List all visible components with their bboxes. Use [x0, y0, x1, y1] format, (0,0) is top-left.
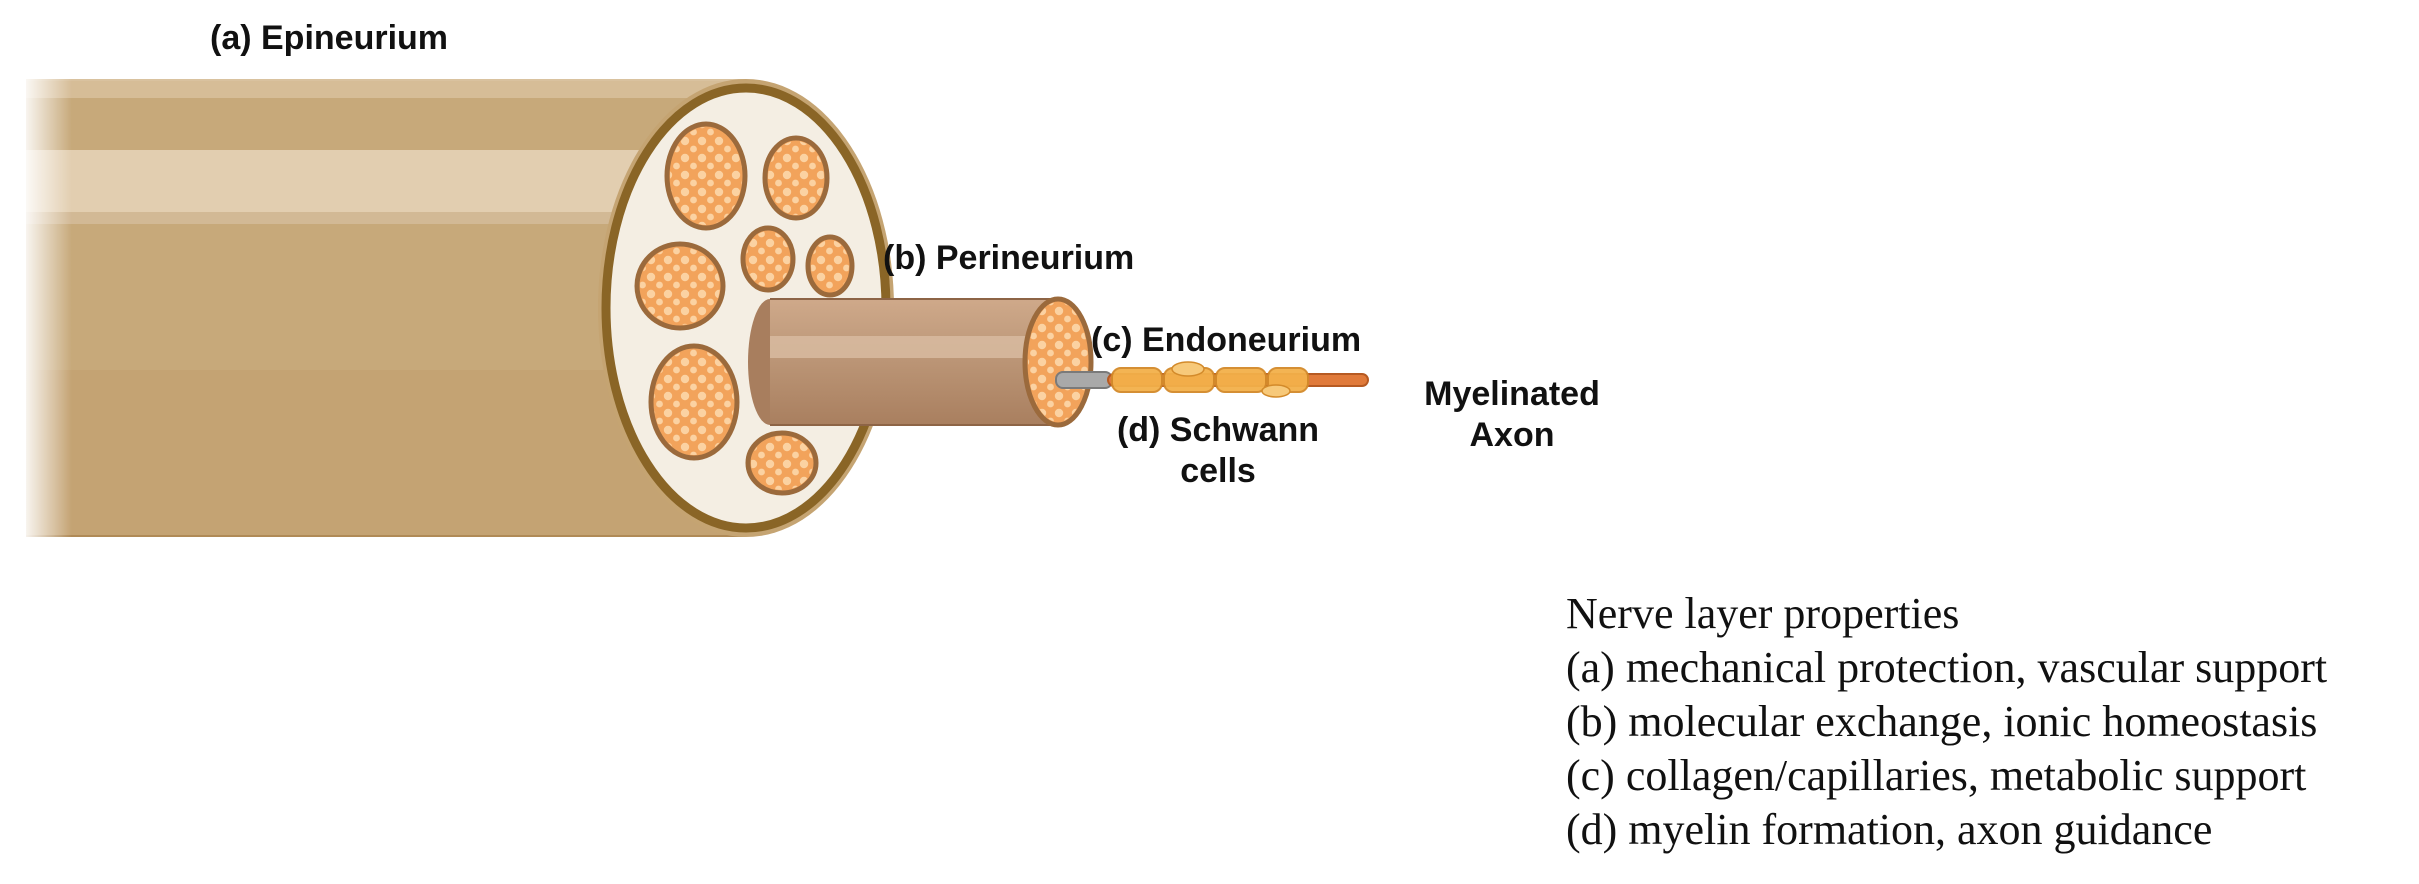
fascicle-axons: [746, 231, 790, 287]
schwann-cells-label: (d) Schwann cells: [1098, 410, 1338, 492]
fascicle-axons: [640, 247, 720, 325]
myelinated-axon-label: Myelinated Axon: [1412, 374, 1612, 456]
schwann-cells-label-line2: cells: [1180, 451, 1256, 490]
perineurium-label: (b) Perineurium: [883, 239, 1135, 277]
epineurium-label: (a) Epineurium: [210, 19, 449, 57]
fascicle-axons: [654, 349, 734, 455]
legend-item-c: (c) collagen/capillaries, metabolic supp…: [1566, 751, 2307, 800]
fascicle-group: [634, 121, 855, 496]
schwann-cell-nucleus: [1261, 384, 1291, 398]
perineurium-cylinder: [748, 296, 1094, 428]
schwann-cells-label-line1: (d) Schwann: [1116, 411, 1320, 449]
endoneurium-tube: [1055, 371, 1113, 389]
perineurium-body: [770, 299, 1058, 425]
myelinated-axon: [1055, 361, 1369, 398]
perineurium-highlight: [770, 336, 1058, 358]
endoneurium-label: (c) Endoneurium: [1091, 321, 1362, 359]
myelinated-axon-label-line2: Axon: [1469, 415, 1555, 454]
legend-item-b: (b) molecular exchange, ionic homeostasi…: [1566, 697, 2318, 746]
schwann-cell-nucleus: [1171, 361, 1205, 377]
fascicle-axons: [670, 127, 742, 225]
nerve-layer-properties-legend: Nerve layer properties (a) mechanical pr…: [1566, 587, 2327, 857]
schwann-sheath: [1215, 367, 1267, 393]
legend-item-d: (d) myelin formation, axon guidance: [1566, 805, 2213, 854]
legend-item-a: (a) mechanical protection, vascular supp…: [1566, 643, 2328, 692]
fascicle-axons: [751, 436, 813, 490]
schwann-sheath: [1111, 367, 1163, 393]
fascicle-axons: [811, 240, 849, 292]
fascicle-axons: [768, 141, 824, 215]
legend-title: Nerve layer properties: [1566, 589, 1960, 638]
myelinated-axon-label-line1: Myelinated: [1424, 375, 1600, 413]
perineurium-end-axons: [1028, 302, 1088, 422]
